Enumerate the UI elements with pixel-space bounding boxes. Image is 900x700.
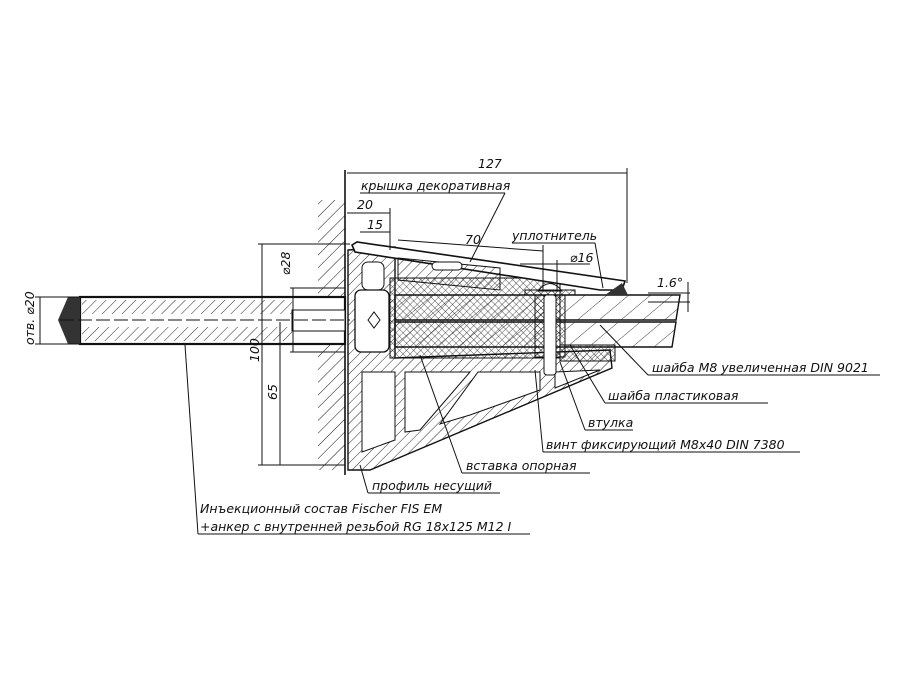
dim-20: 20: [357, 197, 373, 212]
label-washer-m8: шайба М8 увеличенная DIN 9021: [652, 360, 869, 375]
dim-hole: отв. ⌀20: [22, 291, 37, 345]
dim-70: 70: [465, 232, 481, 247]
label-profile: профиль несущий: [372, 478, 492, 493]
dim-angle: 1.6°: [657, 275, 683, 290]
label-seal: уплотнитель: [511, 228, 597, 243]
dim-100: 100: [247, 338, 262, 362]
anchor-rod: [58, 295, 350, 346]
label-insert: вставка опорная: [466, 458, 577, 473]
label-screw: винт фиксирующий M8x40 DIN 7380: [546, 437, 785, 452]
dim-15: 15: [367, 217, 383, 232]
leader-lines: [184, 192, 880, 535]
label-cover: крышка декоративная: [361, 178, 511, 193]
label-washer-plastic: шайба пластиковая: [608, 388, 739, 403]
dimension-lines: [35, 168, 690, 466]
dim-d28: ⌀28: [278, 252, 293, 275]
label-bushing: втулка: [588, 415, 633, 430]
dim-65: 65: [265, 384, 280, 400]
label-injection-1: Инъекционный состав Fischer FIS EM: [200, 501, 442, 516]
dim-d16: ⌀16: [570, 250, 593, 265]
fixing-screw: [354, 283, 576, 376]
dim-127: 127: [478, 156, 502, 171]
label-injection-2: +анкер с внутренней резьбой RG 18x125 M1…: [200, 519, 512, 534]
